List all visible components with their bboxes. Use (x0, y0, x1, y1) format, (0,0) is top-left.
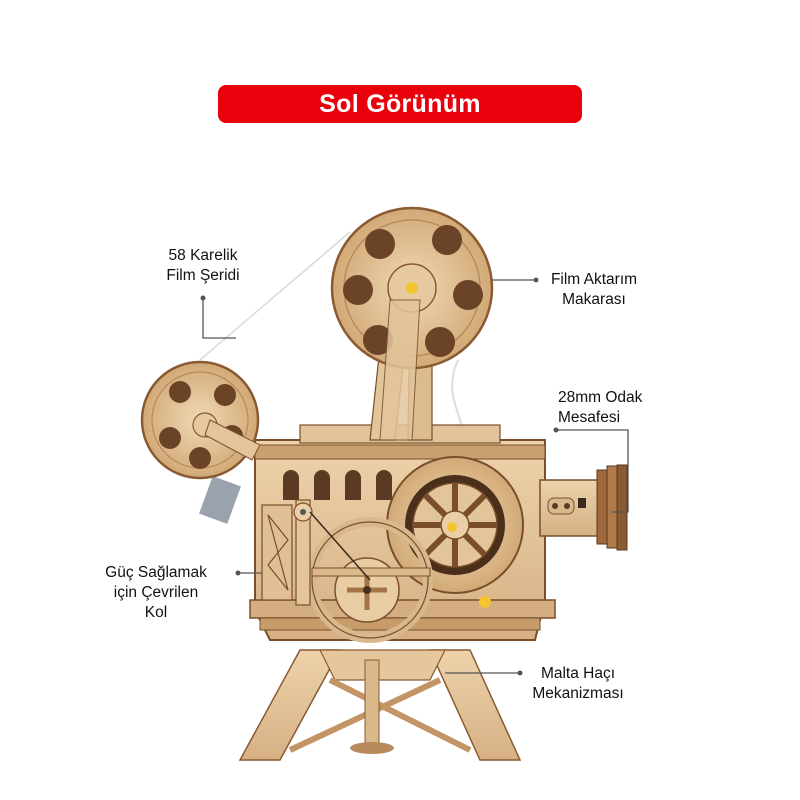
callout-maltese-cross-line2: Mekanizması (532, 685, 624, 702)
callout-film-strip: 58 Karelik Film Şeridi (148, 246, 258, 286)
callout-crank-handle-line1: Güç Sağlamak (105, 564, 207, 581)
callout-crank-handle: Güç Sağlamak için Çevrilen Kol (76, 563, 236, 623)
callout-dots (200, 277, 559, 676)
callout-focal-length-line2: Mesafesi (558, 409, 621, 426)
crank-handle (261, 499, 371, 606)
callout-maltese-cross: Malta Haçı Mekanizması (518, 664, 638, 704)
callout-take-up-reel-line1: Film Aktarım (550, 271, 638, 288)
callout-crank-handle-line2: için Çevrilen (113, 584, 199, 601)
lens (539, 464, 628, 551)
callout-film-strip-line2: Film Şeridi (166, 267, 240, 284)
callout-film-strip-line1: 58 Karelik (168, 247, 238, 264)
title-banner: Sol Görünüm (218, 85, 582, 123)
title-text: Sol Görünüm (319, 89, 481, 118)
crank-wheel (307, 517, 433, 643)
callout-focal-length: 28mm Odak Mesafesi (558, 388, 678, 428)
callout-take-up-reel: Film Aktarım Makarası (540, 270, 648, 310)
gear-wheel (386, 456, 524, 594)
callout-maltese-cross-line1: Malta Haçı (540, 665, 616, 682)
callout-take-up-reel-line2: Makarası (562, 291, 626, 308)
callout-lines (202, 279, 629, 674)
feed-reel (140, 360, 261, 480)
take-up-reel (330, 206, 494, 441)
callout-crank-handle-line3: Kol (144, 604, 168, 621)
callout-focal-length-line1: 28mm Odak (558, 389, 643, 406)
yellow-pin (479, 596, 491, 608)
tripod-stand (238, 649, 522, 761)
